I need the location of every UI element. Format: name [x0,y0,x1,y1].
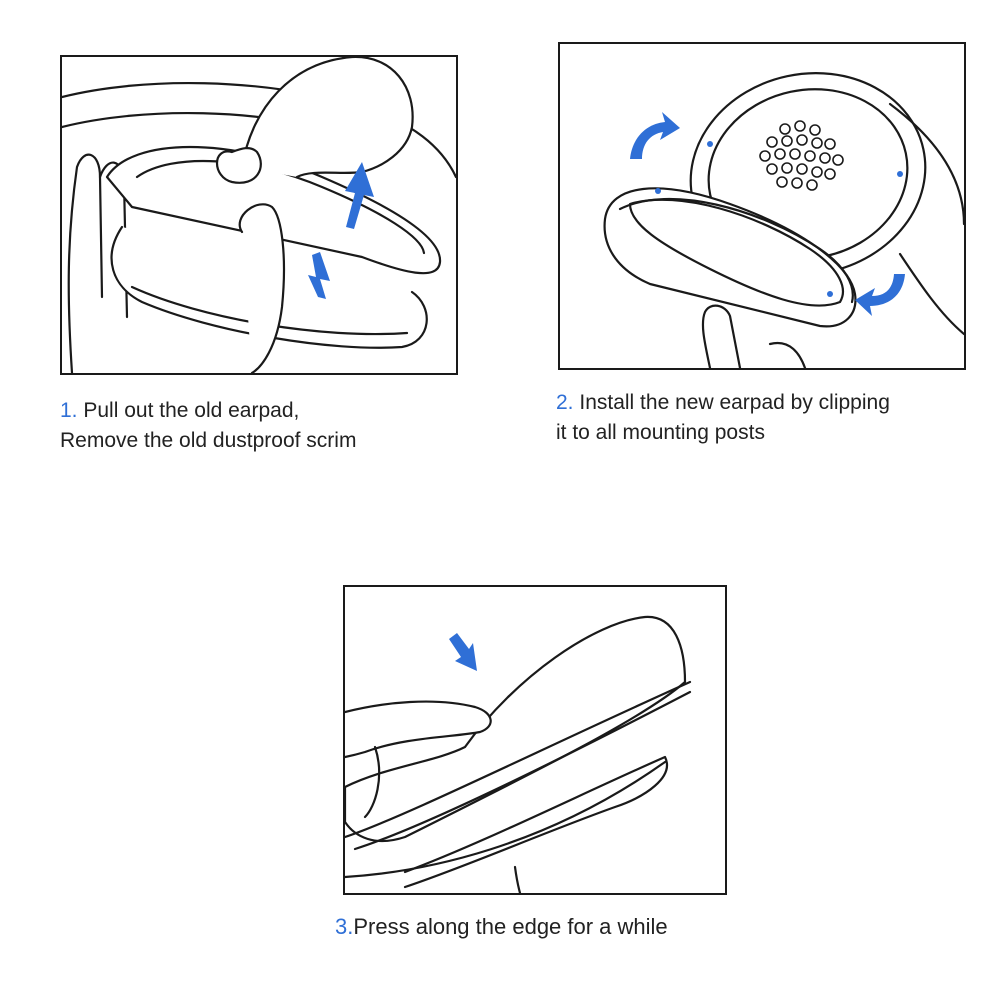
step-3-illustration [343,585,727,895]
speaker-grille [759,120,844,191]
rotate-arrow-icon [630,112,680,159]
step-1-caption: 1. Pull out the old earpad, Remove the o… [60,396,356,456]
up-arrow-icon [345,162,374,229]
earpad [345,615,687,842]
rotate-arrow-icon [855,274,905,316]
step-1-illustration [60,55,458,375]
step-2-line-1: Install the new earpad by clipping [579,391,890,414]
step-1-line-1: Pull out the old earpad, [83,399,300,422]
step-1-line-2: Remove the old dustproof scrim [60,429,357,452]
step-2-illustration [558,42,966,370]
step-3-caption: 3.Press along the edge for a while [335,912,668,942]
step-2-caption: 2. Install the new earpad by clipping it… [556,388,890,448]
down-arrow-icon [308,252,330,299]
press-arrow-icon [449,633,477,671]
step-3-number: 3. [335,914,354,939]
step-2-number: 2. [556,391,574,414]
step-1-number: 1. [60,399,78,422]
step-2-line-2: it to all mounting posts [556,421,765,444]
step-3-line-1: Press along the edge for a while [353,914,668,939]
